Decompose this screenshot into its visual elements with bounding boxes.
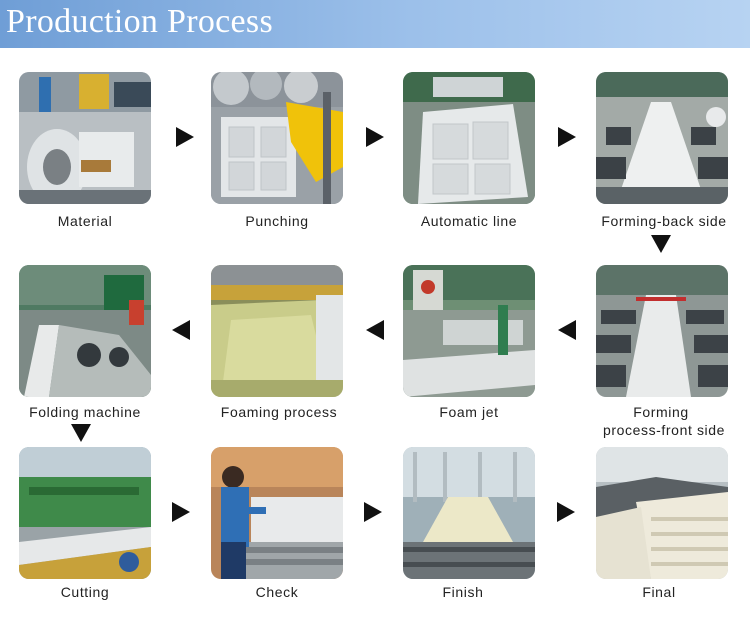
- photo-material: [19, 72, 151, 204]
- page-title: Production Process: [6, 3, 273, 40]
- photo-cutting: [19, 447, 151, 579]
- arrow-right-icon: [172, 502, 190, 522]
- caption-cutting: Cutting: [60, 584, 110, 600]
- arrow-right-icon: [176, 127, 194, 147]
- page-header: Production Process: [0, 0, 750, 48]
- arrow-right-icon: [364, 502, 382, 522]
- photo-finish: [403, 447, 535, 579]
- caption-material: Material: [57, 213, 113, 229]
- caption-final: Final: [642, 584, 676, 600]
- photo-forming-back-side: [596, 72, 728, 204]
- caption-forming-back-side: Forming-back side: [601, 213, 727, 229]
- arrow-left-icon: [558, 320, 576, 340]
- arrow-left-icon: [172, 320, 190, 340]
- caption-foaming-process: Foaming process: [220, 404, 338, 420]
- arrow-right-icon: [557, 502, 575, 522]
- arrow-down-icon: [651, 235, 671, 253]
- caption-check: Check: [255, 584, 299, 600]
- caption-finish: Finish: [442, 584, 484, 600]
- caption-punching: Punching: [245, 213, 309, 229]
- photo-automatic-line: [403, 72, 535, 204]
- caption-forming: Forming: [633, 404, 689, 420]
- photo-foam-jet: [403, 265, 535, 397]
- arrow-left-icon: [366, 320, 384, 340]
- caption-automatic-line: Automatic line: [420, 213, 518, 229]
- photo-folding-machine: [19, 265, 151, 397]
- arrow-right-icon: [558, 127, 576, 147]
- photo-punching: [211, 72, 343, 204]
- photo-forming-front-side: [596, 265, 728, 397]
- arrow-down-icon: [71, 424, 91, 442]
- photo-foaming-process: [211, 265, 343, 397]
- caption-foam-jet: Foam jet: [439, 404, 499, 420]
- caption-process-front-side: process-front side: [602, 422, 726, 438]
- caption-folding-machine: Folding machine: [29, 404, 141, 420]
- photo-final: [596, 447, 728, 579]
- arrow-right-icon: [366, 127, 384, 147]
- photo-check: [211, 447, 343, 579]
